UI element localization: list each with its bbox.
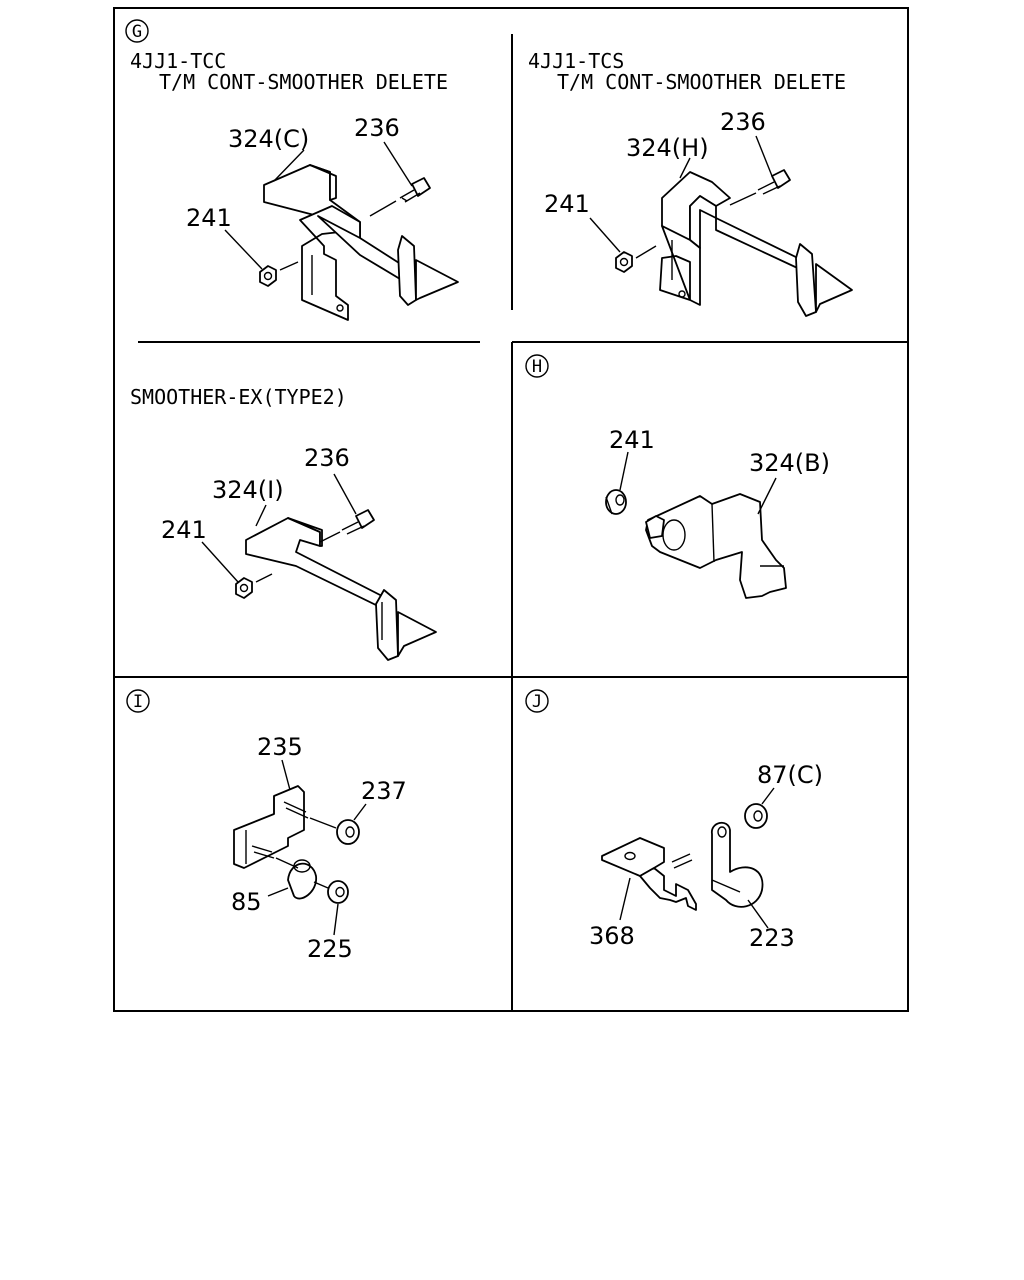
label-225: 225 <box>307 935 353 963</box>
badge-g-letter: G <box>132 22 142 42</box>
diagram-frame <box>113 7 909 1012</box>
label-241-h: 241 <box>609 426 655 454</box>
nut-241-tcs-drawing <box>615 245 657 273</box>
bolt-236-ex-drawing <box>319 509 375 543</box>
label-236-ex: 236 <box>304 444 350 472</box>
label-235: 235 <box>257 733 303 761</box>
nut-225-drawing <box>313 880 349 904</box>
bracket-324h-drawing <box>659 171 853 317</box>
label-324c: 324(C) <box>228 125 309 153</box>
section-g-right: 4JJ1-TCS T/M CONT-SMOOTHER DELETE 324(H) <box>528 49 853 317</box>
nut-87c-drawing <box>744 803 768 829</box>
bracket-368-drawing <box>601 837 697 911</box>
bracket-324b-drawing <box>645 493 787 599</box>
section-g: G 4JJ1-TCC T/M CONT-SMOOTHER DELETE <box>125 19 459 321</box>
bracket-324i-drawing <box>245 517 437 661</box>
label-237: 237 <box>361 777 407 805</box>
section-i: I 235 237 8 <box>126 689 407 963</box>
label-324h: 324(H) <box>626 134 709 162</box>
label-85: 85 <box>231 888 262 916</box>
clip-85-drawing <box>275 857 317 900</box>
label-324b: 324(B) <box>749 449 830 477</box>
label-241-tcs: 241 <box>544 190 590 218</box>
nut-241-ex-drawing <box>235 573 273 599</box>
label-241-ex: 241 <box>161 516 207 544</box>
model-4jj1-tcs: 4JJ1-TCS <box>528 49 624 73</box>
nut-241-h-drawing <box>605 489 627 515</box>
plate-235-drawing <box>233 785 309 869</box>
caption-smoother-ex: SMOOTHER-EX(TYPE2) <box>130 385 347 409</box>
section-smoother-ex: SMOOTHER-EX(TYPE2) 324(I) 236 241 <box>130 385 437 661</box>
bolt-236-tcs-drawing <box>729 169 791 206</box>
section-h: H 241 324(B) <box>525 354 830 599</box>
caption-tcc: T/M CONT-SMOOTHER DELETE <box>159 70 448 94</box>
clamp-223-drawing <box>711 821 764 908</box>
section-j: J 87(C) 368 223 <box>525 689 823 952</box>
badge-h-letter: H <box>532 357 542 377</box>
section-badge-i: I <box>126 689 150 713</box>
label-223: 223 <box>749 924 795 952</box>
model-4jj1-tcc: 4JJ1-TCC <box>130 49 226 73</box>
label-368: 368 <box>589 922 635 950</box>
badge-j-letter: J <box>532 692 542 712</box>
label-87c: 87(C) <box>757 761 823 789</box>
caption-tcs: T/M CONT-SMOOTHER DELETE <box>557 70 846 94</box>
label-241-tcc: 241 <box>186 204 232 232</box>
badge-i-letter: I <box>133 692 143 712</box>
section-badge-j: J <box>525 689 549 713</box>
nut-241-drawing <box>259 261 299 287</box>
section-badge-g: G <box>125 19 149 43</box>
bracket-324c-drawing <box>263 164 459 321</box>
label-324i: 324(I) <box>212 476 284 504</box>
bolt-236-drawing <box>369 177 431 217</box>
label-236-tcs: 236 <box>720 108 766 136</box>
section-badge-h: H <box>525 354 549 378</box>
label-236-tcc: 236 <box>354 114 400 142</box>
nut-237-drawing <box>309 817 360 845</box>
